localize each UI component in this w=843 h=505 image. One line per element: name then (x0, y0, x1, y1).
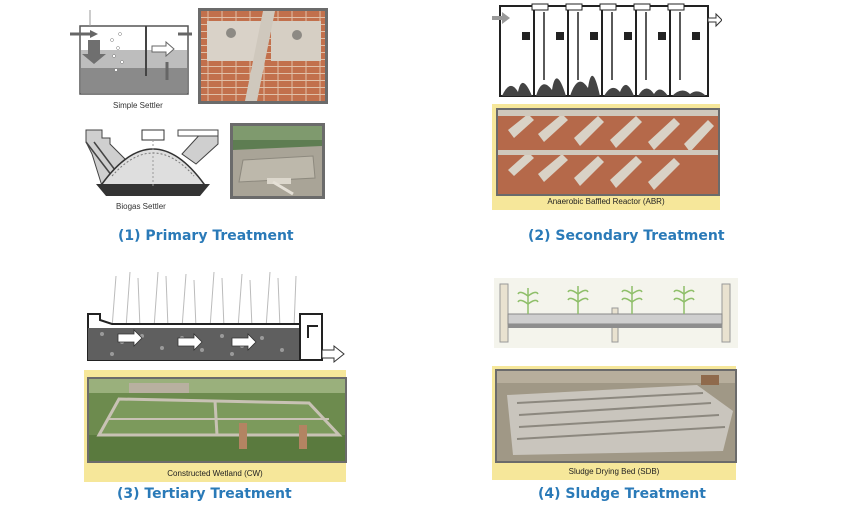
simple-settler-photo (198, 8, 328, 104)
constructed-wetland-diagram (82, 268, 346, 368)
sludge-treatment-heading: (4) Sludge Treatment (538, 486, 706, 502)
abr-photo (496, 108, 720, 196)
tertiary-treatment-heading: (3) Tertiary Treatment (117, 486, 292, 502)
primary-treatment-heading: (1) Primary Treatment (118, 228, 294, 244)
biogas-settler-diagram (82, 124, 224, 200)
secondary-treatment-heading: (2) Secondary Treatment (528, 228, 725, 244)
sludge-drying-bed-diagram (494, 278, 738, 348)
simple-settler-diagram (70, 10, 192, 98)
sdb-label: Sludge Drying Bed (SDB) (568, 467, 660, 476)
cw-label: Constructed Wetland (CW) (167, 469, 263, 478)
sludge-drying-bed-photo (495, 369, 737, 463)
biogas-settler-photo (230, 123, 325, 199)
abr-label: Anaerobic Baffled Reactor (ABR) (547, 197, 665, 206)
biogas-settler-label: Biogas Settler (116, 202, 166, 211)
constructed-wetland-photo (87, 377, 347, 463)
simple-settler-label: Simple Settler (113, 101, 163, 110)
abr-diagram (492, 2, 723, 98)
